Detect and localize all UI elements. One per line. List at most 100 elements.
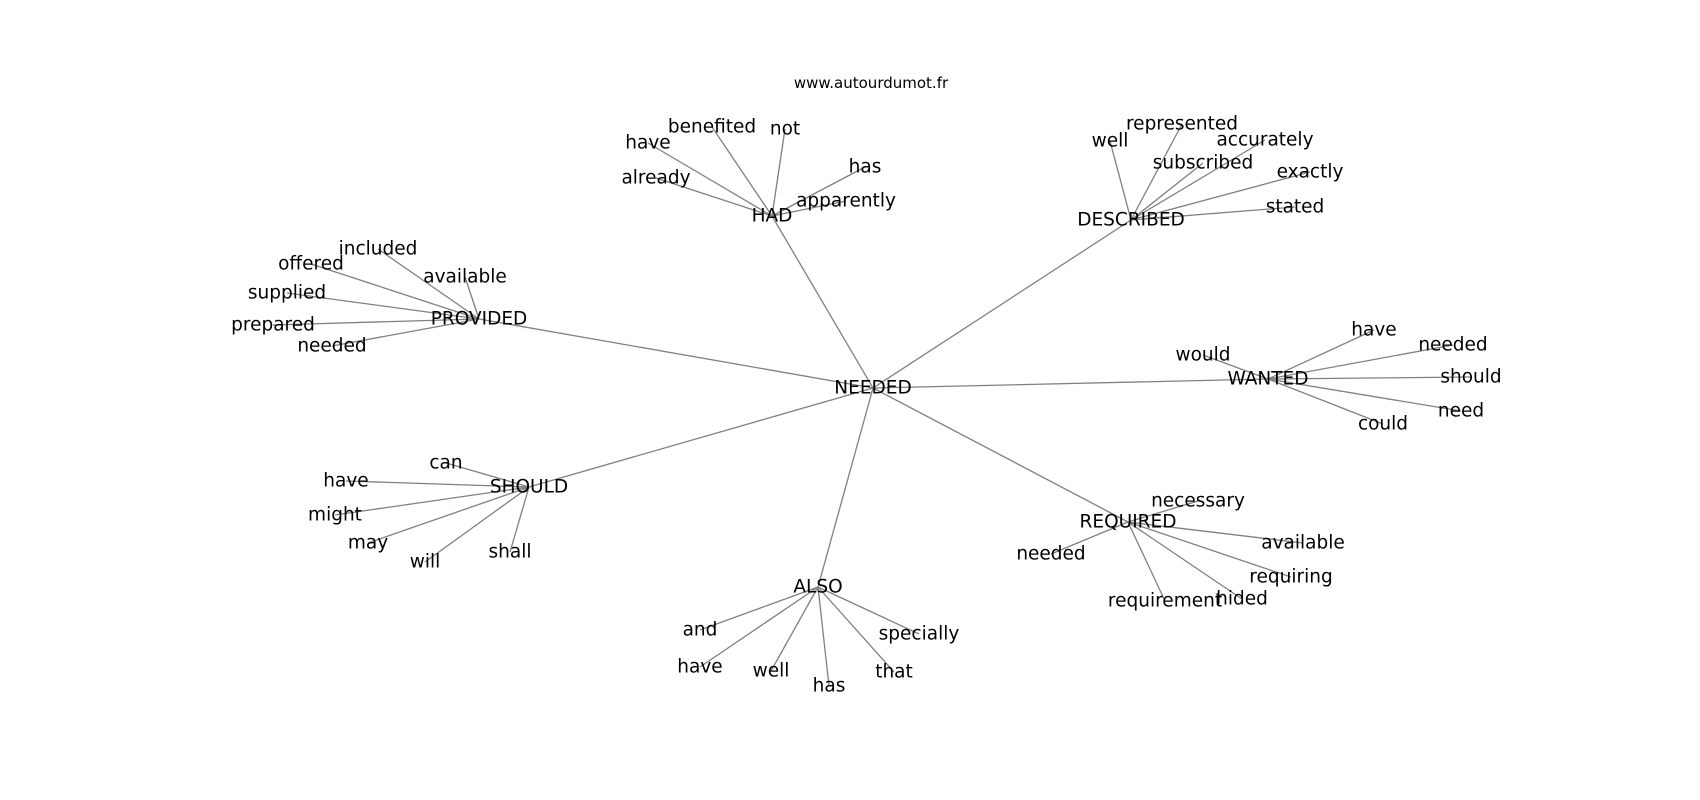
leaf-node-described-represented: represented xyxy=(1126,114,1238,135)
leaf-node-also-specially: specially xyxy=(879,624,960,645)
hub-node-had: HAD xyxy=(752,206,793,227)
leaf-node-had-have: have xyxy=(625,133,670,154)
hub-node-should: SHOULD xyxy=(490,477,568,498)
leaf-node-required-hided: hided xyxy=(1216,589,1268,610)
leaf-node-described-exactly: exactly xyxy=(1277,162,1344,183)
leaf-node-had-apparently: apparently xyxy=(796,191,896,212)
hub-node-also: ALSO xyxy=(793,577,842,598)
edge-provided-offered xyxy=(310,263,480,320)
edge-provided-needed xyxy=(331,318,480,347)
leaf-node-wanted-would: would xyxy=(1175,345,1230,366)
edge-had-have xyxy=(647,142,773,217)
leaf-node-should-can: can xyxy=(429,453,462,474)
leaf-node-described-accurately: accurately xyxy=(1216,130,1313,151)
edge-needed-provided xyxy=(478,318,874,389)
edge-described-accurately xyxy=(1130,139,1266,221)
leaf-node-provided-prepared: prepared xyxy=(231,315,315,336)
edge-had-benefited xyxy=(711,126,773,217)
edge-should-have xyxy=(345,480,530,488)
hub-node-described: DESCRIBED xyxy=(1077,210,1185,231)
leaf-node-provided-offered: offered xyxy=(278,254,344,275)
leaf-node-provided-included: included xyxy=(339,239,418,260)
leaf-node-also-has: has xyxy=(813,676,846,697)
source-credit: www.autourdumot.fr xyxy=(794,74,949,92)
leaf-node-wanted-need: need xyxy=(1438,401,1484,422)
leaf-node-should-might: might xyxy=(308,505,362,526)
edge-wanted-have xyxy=(1267,329,1375,380)
edge-needed-also xyxy=(817,387,874,588)
leaf-node-wanted-have: have xyxy=(1351,320,1396,341)
edge-also-specially xyxy=(817,586,920,635)
edge-should-will xyxy=(424,486,530,563)
center-node-label: NEEDED xyxy=(834,378,911,399)
leaf-node-also-that: that xyxy=(875,662,913,683)
edge-wanted-should xyxy=(1267,376,1472,380)
edge-described-stated xyxy=(1130,206,1296,221)
leaf-node-required-needed: needed xyxy=(1016,544,1085,565)
leaf-node-required-available: available xyxy=(1261,533,1345,554)
edge-described-represented xyxy=(1130,123,1183,221)
leaf-node-provided-needed: needed xyxy=(297,336,366,357)
hub-node-provided: PROVIDED xyxy=(431,309,528,330)
edge-required-requiring xyxy=(1127,521,1292,578)
hub-node-required: REQUIRED xyxy=(1080,512,1177,533)
edge-should-can xyxy=(445,462,530,488)
edge-also-that xyxy=(817,586,895,673)
edge-required-necessary xyxy=(1127,500,1199,523)
graph-edges xyxy=(272,123,1472,687)
edge-provided-available xyxy=(464,276,480,320)
edge-also-have xyxy=(699,586,819,668)
edge-required-requirement xyxy=(1127,521,1166,602)
edge-required-available xyxy=(1127,521,1304,544)
leaf-node-should-have: have xyxy=(323,471,368,492)
leaf-node-had-has: has xyxy=(849,157,882,178)
edge-needed-wanted xyxy=(872,378,1269,389)
edge-also-and xyxy=(699,586,819,631)
edge-wanted-could xyxy=(1267,378,1384,425)
edge-required-needed xyxy=(1050,521,1129,555)
edge-wanted-need xyxy=(1267,378,1462,412)
leaf-node-required-requiring: requiring xyxy=(1249,567,1332,588)
edge-wanted-would xyxy=(1202,354,1269,380)
leaf-node-had-benefited: benefited xyxy=(668,117,756,138)
leaf-node-required-necessary: necessary xyxy=(1151,491,1245,512)
edge-had-has xyxy=(771,166,866,217)
leaf-node-described-well: well xyxy=(1092,131,1129,152)
leaf-node-required-requirement: requirement xyxy=(1108,591,1222,612)
edge-described-subscribed xyxy=(1130,162,1204,221)
leaf-node-should-will: will xyxy=(410,552,441,573)
edge-required-hided xyxy=(1127,521,1243,600)
edge-provided-included xyxy=(377,248,480,320)
edge-should-shall xyxy=(509,486,530,553)
edge-needed-required xyxy=(872,387,1129,523)
leaf-node-should-may: may xyxy=(348,533,388,554)
leaf-node-had-not: not xyxy=(770,119,800,140)
edge-provided-prepared xyxy=(272,318,480,326)
leaf-node-also-well: well xyxy=(753,661,790,682)
leaf-node-also-and: and xyxy=(683,620,718,641)
leaf-node-provided-available: available xyxy=(423,267,507,288)
leaf-node-had-already: already xyxy=(621,168,690,189)
edge-needed-had xyxy=(771,215,874,389)
leaf-node-described-stated: stated xyxy=(1266,197,1325,218)
edge-also-has xyxy=(817,586,830,687)
leaf-node-described-subscribed: subscribed xyxy=(1153,153,1254,174)
graph-labels: NEEDED HAD benefited not have has already appar… xyxy=(231,114,1502,697)
edge-also-well xyxy=(770,586,819,672)
leaf-node-wanted-could: could xyxy=(1358,414,1408,435)
edge-should-may xyxy=(367,486,530,544)
edge-described-exactly xyxy=(1130,171,1311,221)
edge-described-well xyxy=(1109,140,1132,221)
hub-node-wanted: WANTED xyxy=(1227,369,1308,390)
edge-had-not xyxy=(771,128,786,217)
leaf-node-wanted-should: should xyxy=(1440,367,1501,388)
leaf-node-also-have: have xyxy=(677,657,722,678)
leaf-node-should-shall: shall xyxy=(489,542,532,563)
edge-wanted-needed xyxy=(1267,344,1454,380)
leaf-node-provided-supplied: supplied xyxy=(248,283,326,304)
edge-provided-supplied xyxy=(286,292,480,320)
edge-should-might xyxy=(334,486,530,516)
leaf-node-wanted-needed: needed xyxy=(1418,335,1487,356)
edge-had-apparently xyxy=(771,200,847,217)
